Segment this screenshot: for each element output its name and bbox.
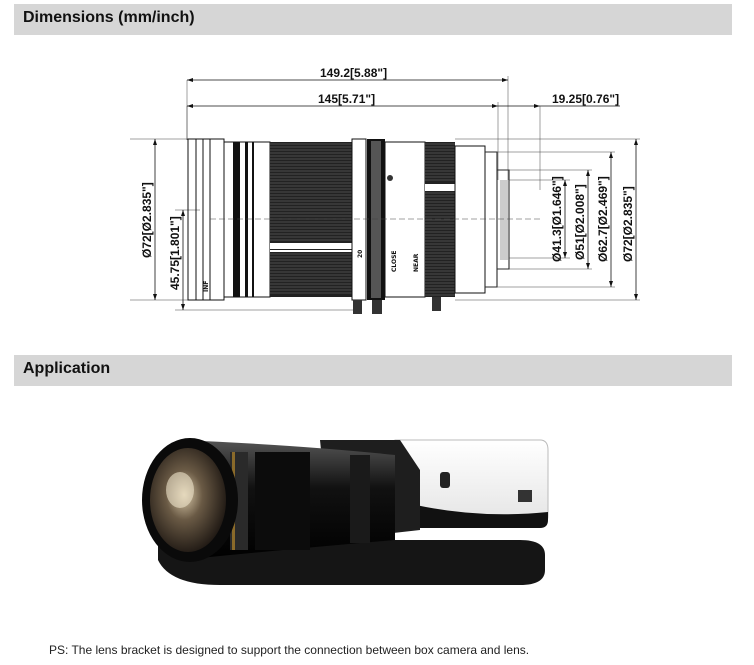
ring-label-close: CLOSE — [391, 250, 398, 272]
right-d1-label: Ø41.3[Ø1.646"] — [550, 176, 564, 262]
ring-label-inf: INF — [203, 281, 210, 292]
ring-label-near: NEAR — [413, 253, 420, 272]
box-camera-with-lens-image — [142, 438, 549, 585]
top-dimension-lines — [186, 76, 620, 190]
right-d4-label: Ø72[Ø2.835"] — [621, 186, 635, 262]
camera-body — [394, 439, 549, 528]
left-outer-diameter-label: Ø72[Ø2.835"] — [140, 182, 154, 258]
ring-label-20: 20 — [357, 250, 364, 258]
overall-length-label: 149.2[5.88"] — [320, 66, 387, 80]
dimensions-title: Dimensions (mm/inch) — [23, 9, 195, 26]
body-length-label: 145[5.71"] — [318, 92, 375, 106]
zoom-lens — [142, 438, 395, 562]
lens-body — [187, 138, 540, 314]
right-d3-label: Ø62.7[Ø2.469"] — [596, 176, 610, 262]
lens-dimension-drawing: 149.2[5.88"] 145[5.71"] 19.25[0.76"] Ø72… — [130, 66, 640, 314]
zoom-ring-knurl — [270, 143, 352, 294]
rear-length-label: 19.25[0.76"] — [552, 92, 619, 106]
left-half-height-label: 45.75[1.801"] — [168, 216, 182, 290]
ps-note: PS: The lens bracket is designed to supp… — [49, 643, 530, 657]
application-section-header: Application — [14, 355, 732, 386]
dimensions-section-header: Dimensions (mm/inch) — [14, 4, 732, 35]
right-dimension-lines — [455, 138, 640, 301]
right-d2-label: Ø51[Ø2.008"] — [573, 184, 587, 260]
application-title: Application — [23, 360, 111, 377]
